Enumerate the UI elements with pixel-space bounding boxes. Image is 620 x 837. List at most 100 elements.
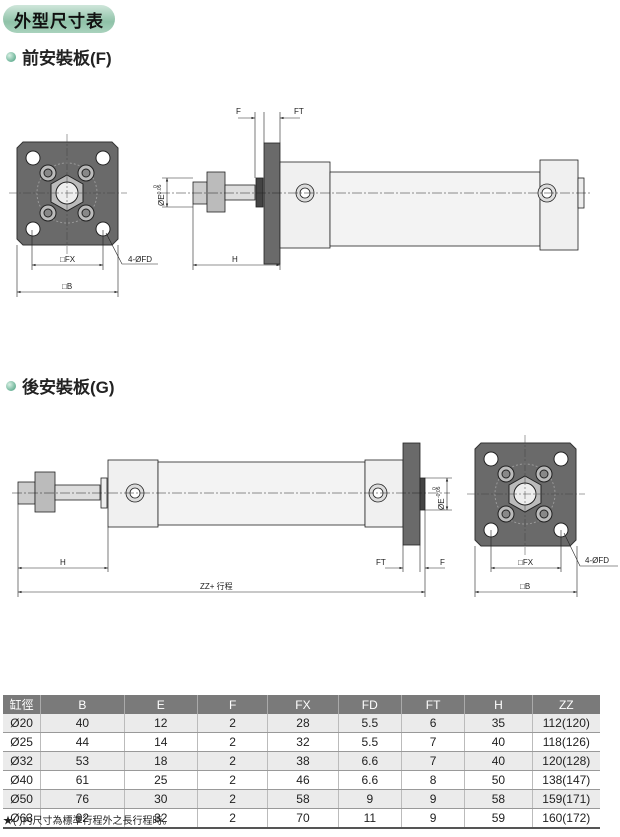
dim-h-label-rear: H [60,558,66,567]
section-title: 前安裝板(F) [22,49,112,68]
dim-e-tol-lower: -0.05 [157,184,163,196]
table-cell: 53 [40,751,125,771]
col-h: H [464,695,533,714]
table-cell: 58 [267,789,339,809]
dim-b-label-rear: □B [520,582,530,591]
section-front-flange: 前安裝板(F) [6,44,112,69]
table-cell: Ø63 [3,808,41,829]
rear-side-view [17,442,426,546]
table-cell: 120(128) [531,751,600,771]
table-cell: 58 [464,789,533,809]
table-cell: 30 [123,789,198,809]
table-cell: 6.6 [337,770,402,790]
table-cell: 6 [400,714,465,733]
dim-fd-label: 4-ØFD [128,255,152,264]
table-cell: 38 [267,751,339,771]
section-header-pill: 外型尺寸表 [3,5,115,33]
table-cell: 2 [196,714,268,733]
col-f: F [196,695,268,714]
table-cell: 32 [123,808,198,829]
table-cell: 7 [400,732,465,752]
table-cell: 46 [267,770,339,790]
table-cell: 40 [464,751,533,771]
table-cell: 76 [40,789,125,809]
table-cell: 50 [464,770,533,790]
dim-e-label: ØE [157,194,166,206]
table-cell: 138(147) [531,770,600,790]
table-cell: 9 [400,808,465,829]
table-cell: 14 [123,732,198,752]
table-cell: 5.5 [337,714,402,733]
table-cell: 7 [400,751,465,771]
dim-fx-label-rear: □FX [518,558,534,567]
table-cell: 112(120) [531,714,600,733]
table-cell: 9 [337,789,402,809]
table-cell: 40 [40,714,125,733]
table-cell: 6.6 [337,751,402,771]
table-cell: 40 [464,732,533,752]
dim-ft-label: FT [294,107,304,116]
rear-plate-view [466,434,586,556]
bullet-icon [6,51,16,62]
col-fd: FD [337,695,402,714]
table-cell: 32 [267,732,339,752]
table-cell: 28 [267,714,339,733]
table-cell: 159(171) [531,789,600,809]
section-title: 後安裝板(G) [22,378,115,397]
table-cell: Ø32 [3,751,41,771]
table-cell: 5.5 [337,732,402,752]
table-cell: 2 [196,789,268,809]
table-cell: 11 [337,808,402,829]
header-title: 外型尺寸表 [14,11,104,31]
dim-f-label-rear: F [440,558,445,567]
table-cell: Ø20 [3,714,41,733]
front-plate-view [8,133,128,255]
table-footnote: ★( )內尺寸為標準行程外之長行程時。 [3,816,173,827]
col-ft: FT [400,695,465,714]
table-cell: 18 [123,751,198,771]
table-cell: 2 [196,751,268,771]
table-cell: 2 [196,808,268,829]
dim-fx-label: □FX [60,255,76,264]
table-cell: 160(172) [531,808,600,829]
dim-fd-label-rear: 4-ØFD [585,556,609,565]
col-bore: 缸徑 [3,695,41,714]
table-header-row: 缸徑 B E F FX FD FT H ZZ [3,695,600,714]
dim-e-label-rear: ØE [437,498,446,510]
bullet-icon [6,380,16,391]
table-cell: 70 [267,808,339,829]
table-cell: 35 [464,714,533,733]
table-cell: 61 [40,770,125,790]
dim-zz-label: ZZ+ 行程 [200,581,233,591]
table-cell: 92 [40,808,125,829]
dim-e-tol-upper-rear: 0 [432,487,438,490]
col-b: B [40,695,125,714]
table-cell: Ø25 [3,732,41,752]
table-cell: 59 [464,808,533,829]
dim-f-label: F [236,107,241,116]
col-zz: ZZ [531,695,600,714]
table-cell: Ø40 [3,770,41,790]
dim-h-label: H [232,255,238,264]
section-rear-flange: 後安裝板(G) [6,373,115,398]
col-fx: FX [267,695,339,714]
technical-drawing: □FX □B 4-ØFD F FT H ØE 0 -0.05 [8,107,618,597]
dim-ft-label-rear: FT [376,558,386,567]
table-cell: 118(126) [531,732,600,752]
table-cell: 2 [196,770,268,790]
table-cell: Ø50 [3,789,41,809]
table-cell: 25 [123,770,198,790]
table-cell: 12 [123,714,198,733]
dim-e-tol-upper: 0 [153,185,159,188]
front-side-view [192,142,585,265]
table-cell: 44 [40,732,125,752]
table-cell: 8 [400,770,465,790]
col-e: E [123,695,198,714]
